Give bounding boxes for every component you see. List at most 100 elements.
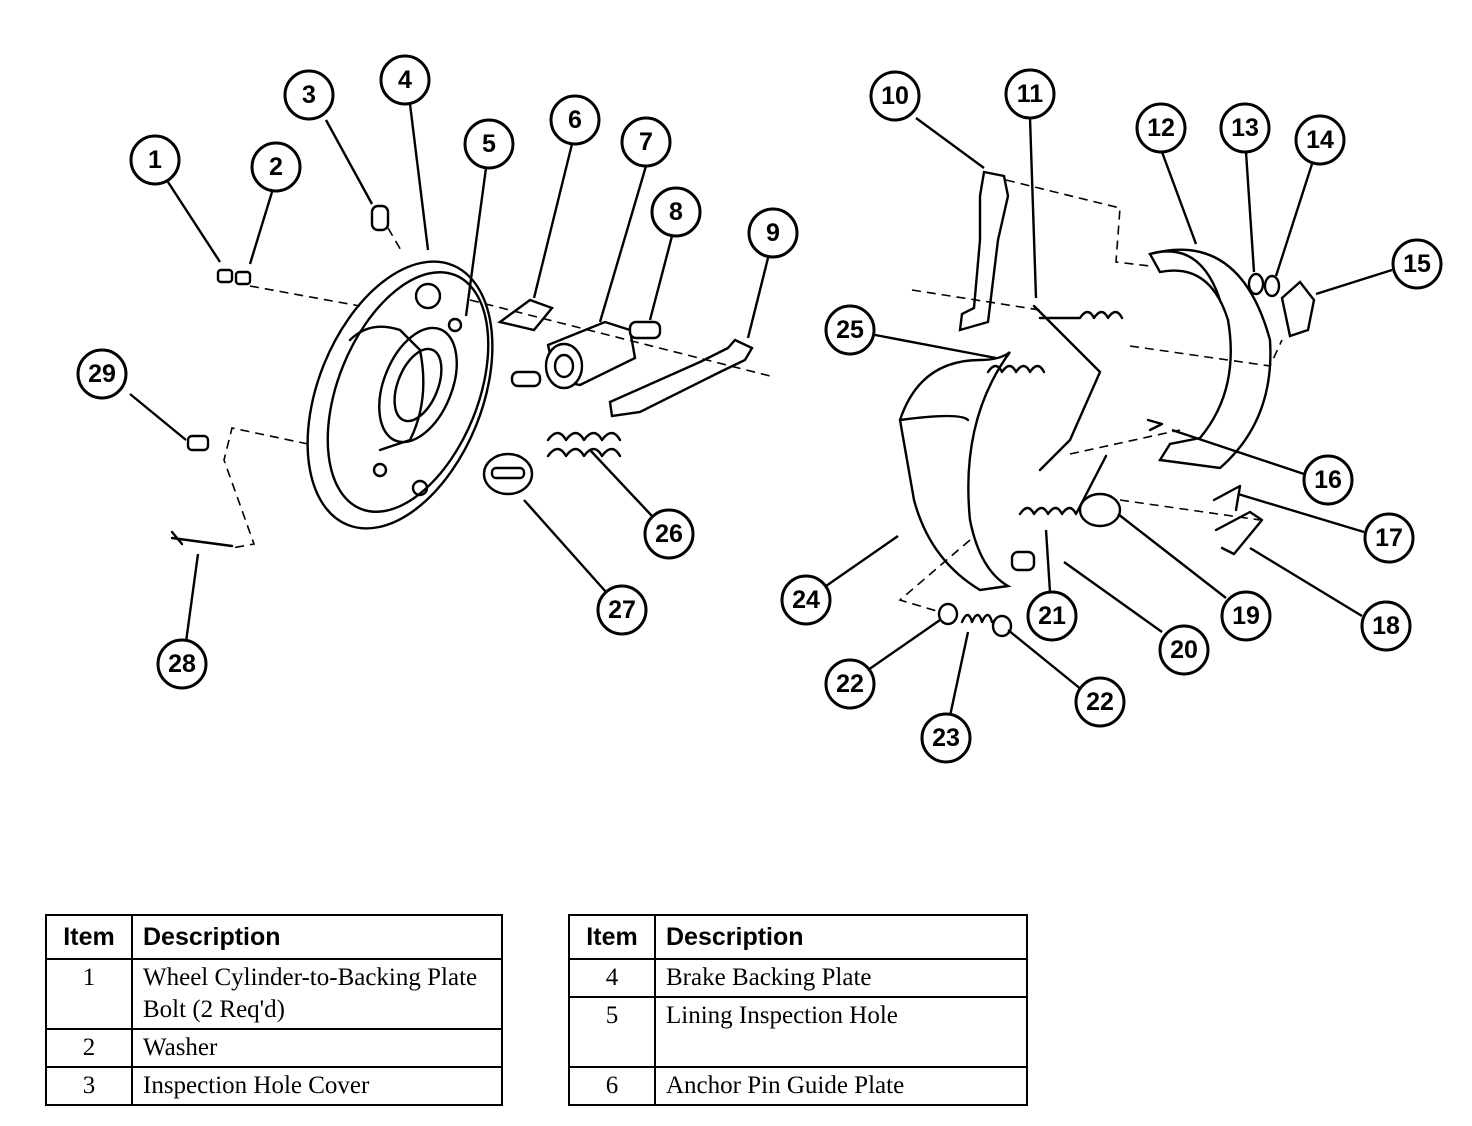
callout-6: 6 xyxy=(549,94,601,146)
item-description: Wheel Cylinder-to-Backing Plate Bolt (2 … xyxy=(131,958,503,1030)
callout-23: 23 xyxy=(920,712,972,764)
callout-18: 18 xyxy=(1360,600,1412,652)
shoe-spring xyxy=(546,431,622,458)
callout-19: 19 xyxy=(1220,590,1272,642)
callout-25: 25 xyxy=(824,304,876,356)
adjuster-spring-21 xyxy=(1018,454,1108,516)
callout-15: 15 xyxy=(1391,238,1443,290)
callout-26: 26 xyxy=(643,508,695,560)
svg-text:29: 29 xyxy=(88,360,116,388)
backing-plate xyxy=(306,260,494,530)
svg-text:2: 2 xyxy=(269,153,283,181)
legend-row: 5 Lining Inspection Hole xyxy=(568,996,1028,1068)
callout-27: 27 xyxy=(596,584,648,636)
svg-text:13: 13 xyxy=(1231,114,1259,142)
svg-text:27: 27 xyxy=(608,596,636,624)
assembly-line xyxy=(1069,429,1181,455)
callout-2: 2 xyxy=(250,141,302,193)
pin xyxy=(170,530,234,548)
pin-16 xyxy=(1146,418,1164,432)
svg-text:22: 22 xyxy=(836,670,864,698)
callout-8: 8 xyxy=(650,186,702,238)
assembly-line xyxy=(1129,339,1283,367)
callout-3: 3 xyxy=(283,69,335,121)
svg-text:16: 16 xyxy=(1314,466,1342,494)
callout-14: 14 xyxy=(1294,114,1346,166)
brake-exploded-diagram: 1 2 3 4 5 6 7 8 9 10 11 12 13 14 15 16 1… xyxy=(76,54,1443,764)
svg-text:26: 26 xyxy=(655,520,683,548)
svg-text:1: 1 xyxy=(148,146,162,174)
svg-text:25: 25 xyxy=(836,316,864,344)
svg-text:11: 11 xyxy=(1017,80,1044,108)
item-description: Brake Backing Plate xyxy=(654,958,1028,998)
callout-22-right: 22 xyxy=(1074,676,1126,728)
svg-text:10: 10 xyxy=(881,82,909,110)
item-description: Anchor Pin Guide Plate xyxy=(654,1066,1028,1106)
svg-text:24: 24 xyxy=(792,586,820,614)
svg-text:23: 23 xyxy=(932,724,960,752)
legend-table-left: Item Description 1 Wheel Cylinder-to-Bac… xyxy=(45,914,503,1106)
callout-13: 13 xyxy=(1219,102,1271,154)
item-column-header: Item xyxy=(568,914,656,960)
clip xyxy=(186,434,210,452)
secondary-shoe xyxy=(1148,248,1272,470)
item-number: 5 xyxy=(568,996,656,1068)
legend-header-row: Item Description xyxy=(568,914,1028,960)
item-description: Inspection Hole Cover xyxy=(131,1066,503,1106)
legend-row: 2 Washer xyxy=(45,1028,503,1068)
adjuster-lever xyxy=(608,338,754,418)
parking-brake-lever xyxy=(958,170,1010,332)
callout-9: 9 xyxy=(747,207,799,259)
callout-16: 16 xyxy=(1302,454,1354,506)
callout-20: 20 xyxy=(1158,624,1210,676)
callout-1: 1 xyxy=(129,134,181,186)
callout-4: 4 xyxy=(379,54,431,106)
legend-row: 1 Wheel Cylinder-to-Backing Plate Bolt (… xyxy=(45,958,503,1030)
callout-21: 21 xyxy=(1026,590,1078,642)
assembly-line xyxy=(469,299,771,377)
svg-text:20: 20 xyxy=(1170,636,1198,664)
callout-24: 24 xyxy=(780,574,832,626)
item-description: Lining Inspection Hole xyxy=(654,996,1028,1068)
assembly-line xyxy=(223,427,309,549)
item-number: 6 xyxy=(568,1066,656,1106)
callout-28: 28 xyxy=(156,638,208,690)
legend-row: 4 Brake Backing Plate xyxy=(568,958,1028,998)
wheel-cylinder xyxy=(510,320,662,390)
svg-text:22: 22 xyxy=(1086,688,1114,716)
item-number: 2 xyxy=(45,1028,133,1068)
callout-22-left: 22 xyxy=(824,658,876,710)
legend-header-row: Item Description xyxy=(45,914,503,960)
item-column-header: Item xyxy=(45,914,133,960)
callout-7: 7 xyxy=(620,116,672,168)
svg-text:8: 8 xyxy=(669,198,683,226)
description-column-header: Description xyxy=(131,914,503,960)
legend-row: 6 Anchor Pin Guide Plate xyxy=(568,1066,1028,1106)
bolt-washer xyxy=(216,268,252,286)
svg-text:19: 19 xyxy=(1232,602,1260,630)
item-number: 3 xyxy=(45,1066,133,1106)
svg-text:15: 15 xyxy=(1403,250,1431,278)
inspection-hole-cover xyxy=(370,204,390,232)
svg-text:14: 14 xyxy=(1306,126,1334,154)
assembly-line xyxy=(387,227,403,253)
svg-text:5: 5 xyxy=(482,130,496,158)
leader-lines xyxy=(129,103,1393,717)
svg-text:18: 18 xyxy=(1372,612,1400,640)
callout-17: 17 xyxy=(1363,512,1415,564)
svg-text:12: 12 xyxy=(1147,114,1175,142)
svg-text:21: 21 xyxy=(1038,602,1066,630)
assembly-line xyxy=(1005,179,1151,267)
svg-text:7: 7 xyxy=(639,128,653,156)
adjuster-cable-guide xyxy=(482,452,534,496)
primary-shoe xyxy=(898,351,1012,592)
adjuster-cable xyxy=(1032,304,1102,472)
callout-29: 29 xyxy=(76,348,128,400)
return-spring xyxy=(986,310,1124,374)
item-description: Washer xyxy=(131,1028,503,1068)
svg-text:9: 9 xyxy=(766,219,780,247)
washers-13-14 xyxy=(1247,272,1281,298)
legend-table-right: Item Description 4 Brake Backing Plate 5… xyxy=(568,914,1028,1106)
adjuster-levers-17-18 xyxy=(1212,484,1264,556)
callout-11: 11 xyxy=(1004,68,1056,120)
